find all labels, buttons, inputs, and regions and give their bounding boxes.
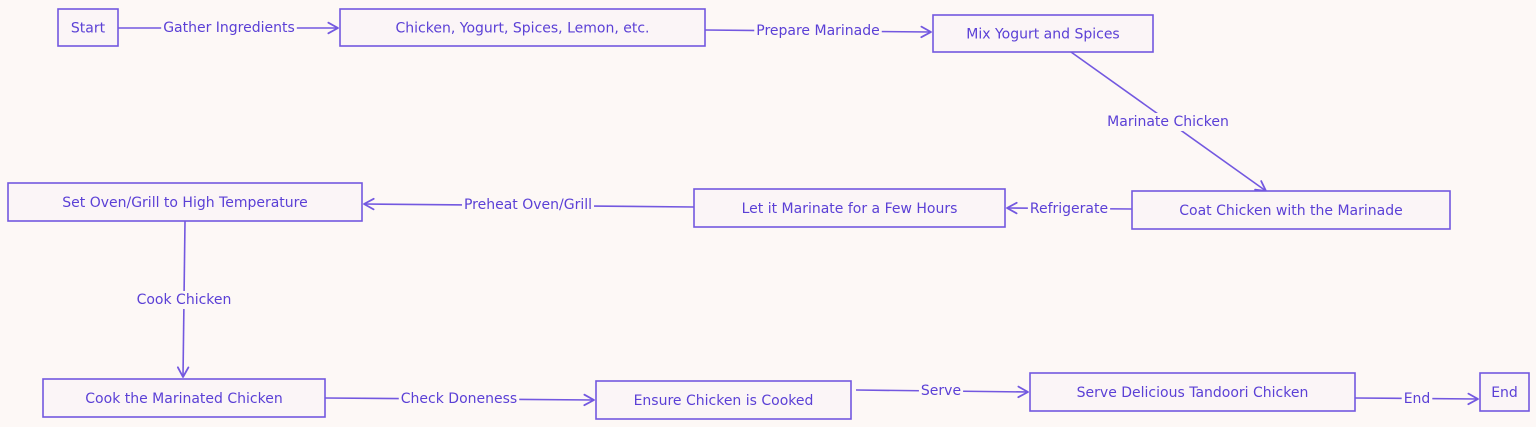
- edge-label: Serve: [921, 383, 961, 399]
- node-box: [42, 378, 326, 418]
- node-serve: Serve Delicious Tandoori Chicken: [1029, 372, 1356, 412]
- node-box: [1131, 190, 1451, 230]
- node-ensure: Ensure Chicken is Cooked: [595, 380, 852, 420]
- node-end: End: [1479, 372, 1530, 412]
- edge-label-background: [461, 196, 595, 214]
- edge-label: Prepare Marinade: [756, 23, 880, 39]
- edge-marinate-to-oven: Preheat Oven/Grill: [363, 196, 695, 214]
- node-label: Coat Chicken with the Marinade: [1179, 203, 1402, 219]
- node-box: [1479, 372, 1530, 412]
- edge-label: Check Doneness: [401, 391, 517, 407]
- node-label: Let it Marinate for a Few Hours: [742, 201, 958, 217]
- node-start: Start: [57, 8, 119, 47]
- edge-label-background: [161, 19, 297, 37]
- edge-ingredients-to-mix: Prepare Marinade: [704, 22, 932, 40]
- edge-label: Refrigerate: [1030, 201, 1108, 217]
- edge-label-background: [1401, 390, 1433, 408]
- edge-label-background: [918, 382, 964, 400]
- node-box: [7, 182, 363, 222]
- node-label: Mix Yogurt and Spices: [966, 27, 1119, 43]
- edge-label: Marinate Chicken: [1107, 114, 1229, 130]
- node-label: Start: [71, 21, 106, 37]
- edge-label-background: [134, 291, 234, 309]
- arrowhead-icon: [1254, 180, 1267, 192]
- node-cook: Cook the Marinated Chicken: [42, 378, 326, 418]
- edge-label: Gather Ingredients: [163, 20, 295, 36]
- node-label: Serve Delicious Tandoori Chicken: [1077, 385, 1309, 401]
- arrowhead-icon: [1467, 392, 1479, 406]
- node-box: [595, 380, 852, 420]
- edge-label: Cook Chicken: [137, 292, 232, 308]
- arrowhead-icon: [327, 21, 339, 35]
- arrowhead-icon: [1017, 385, 1029, 399]
- edge-label: Preheat Oven/Grill: [464, 197, 592, 213]
- node-box: [1029, 372, 1356, 412]
- edge-coat-to-marinate: Refrigerate: [1006, 200, 1133, 218]
- edge-label-background: [1027, 200, 1111, 218]
- node-ingredients: Chicken, Yogurt, Spices, Lemon, etc.: [339, 8, 706, 47]
- node-marinate: Let it Marinate for a Few Hours: [693, 188, 1006, 228]
- node-box: [339, 8, 706, 47]
- arrowhead-icon: [363, 197, 375, 211]
- arrowhead-icon: [176, 366, 190, 378]
- edge-serve-to-end: End: [1354, 390, 1479, 408]
- arrowhead-icon: [583, 393, 595, 407]
- edges-layer: Gather Ingredients Prepare MarinadeMarina…: [118, 19, 1479, 408]
- node-box: [57, 8, 119, 47]
- node-label: Set Oven/Grill to High Temperature: [62, 195, 308, 211]
- edge-cook-to-ensure: Check Doneness: [324, 390, 595, 408]
- node-box: [693, 188, 1006, 228]
- edge-label: End: [1404, 391, 1431, 407]
- arrowhead-icon: [1006, 201, 1018, 215]
- node-mix: Mix Yogurt and Spices: [932, 14, 1154, 53]
- edge-ensure-to-serve: Serve: [855, 382, 1029, 400]
- nodes-layer: Start Chicken, Yogurt, Spices, Lemon, etc…: [7, 8, 1530, 420]
- edge-oven-to-cook: Cook Chicken: [134, 220, 234, 378]
- node-label: Chicken, Yogurt, Spices, Lemon, etc.: [396, 21, 650, 37]
- node-label: Ensure Chicken is Cooked: [634, 393, 814, 409]
- arrowhead-icon: [920, 25, 932, 39]
- node-oven: Set Oven/Grill to High Temperature: [7, 182, 363, 222]
- node-coat: Coat Chicken with the Marinade: [1131, 190, 1451, 230]
- edge-label-background: [754, 22, 882, 40]
- edge-start-to-ingredients: Gather Ingredients: [118, 19, 339, 37]
- node-label: End: [1491, 385, 1518, 401]
- node-label: Cook the Marinated Chicken: [85, 391, 282, 407]
- edge-label-background: [398, 390, 520, 408]
- edge-label-background: [1105, 113, 1231, 131]
- edge-mix-to-coat: Marinate Chicken: [1070, 51, 1267, 192]
- node-box: [932, 14, 1154, 53]
